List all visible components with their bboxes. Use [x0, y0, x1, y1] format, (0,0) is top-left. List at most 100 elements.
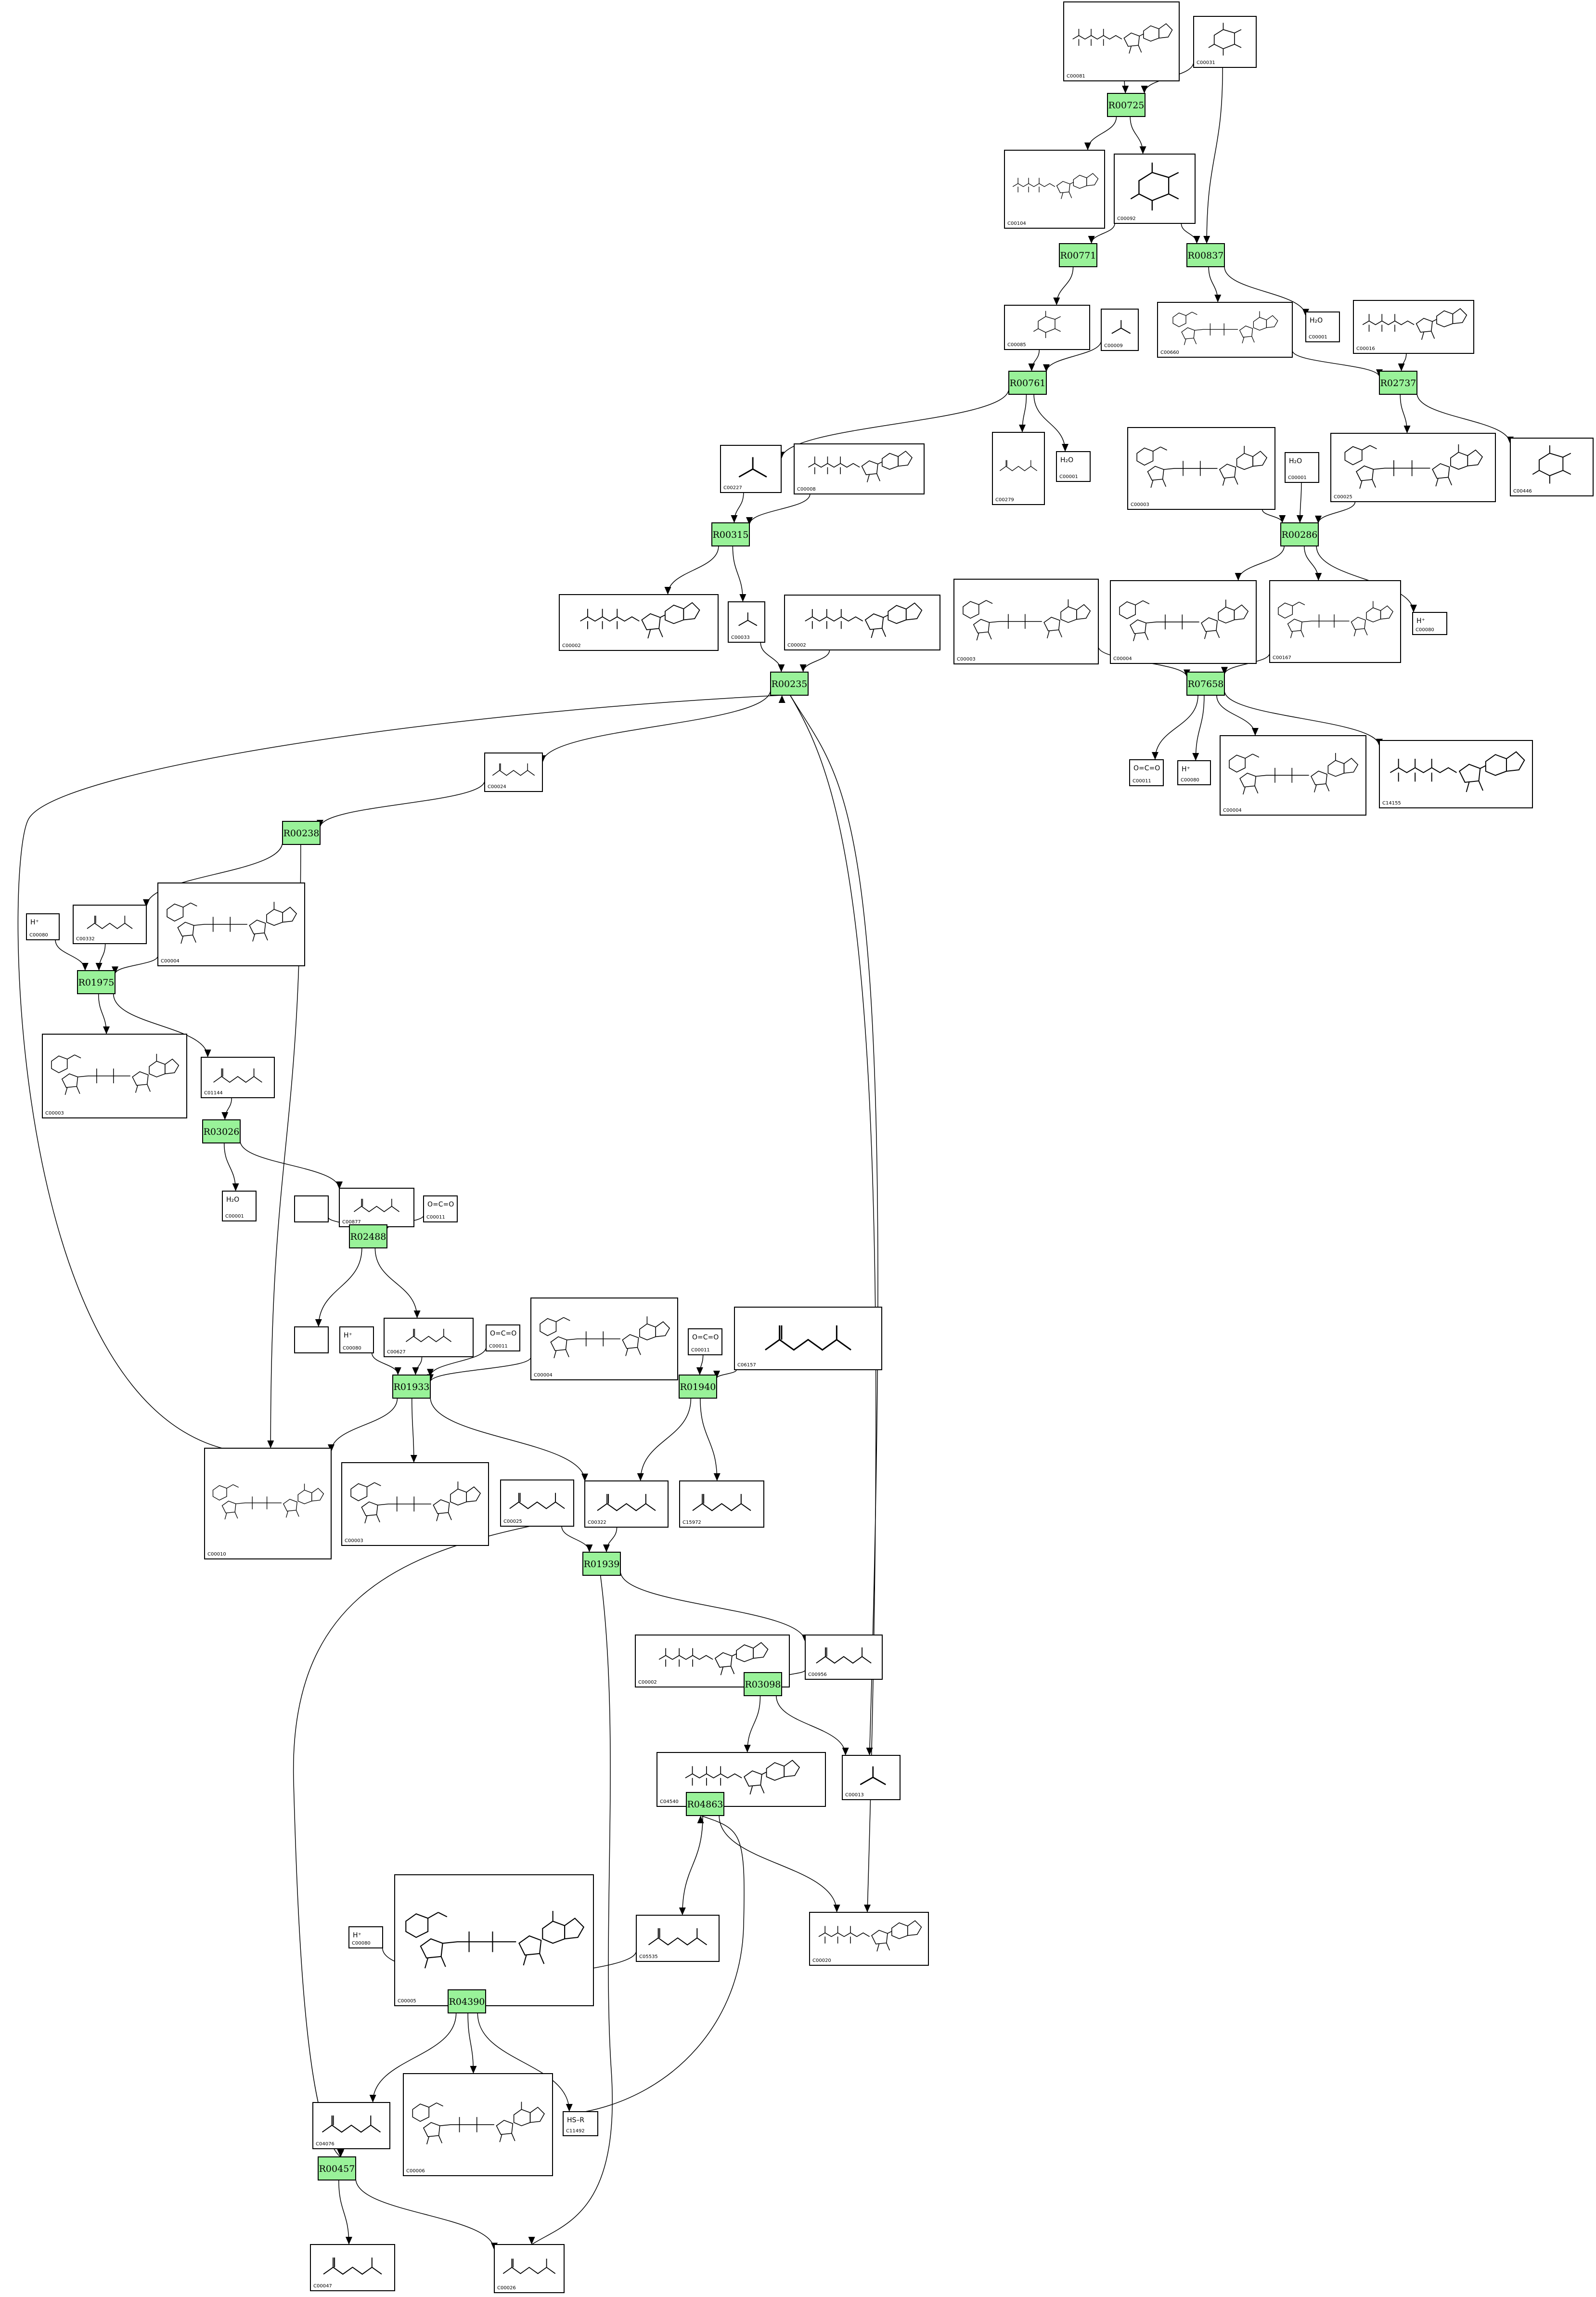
compound-node-c00002b[interactable]: C00002	[784, 595, 940, 650]
reaction-node-r00315[interactable]: R00315	[711, 522, 750, 546]
compound-node-c00080e[interactable]: H⁺C00080	[348, 1926, 383, 1948]
reaction-node-r07658[interactable]: R07658	[1186, 672, 1225, 696]
compound-node-c00013[interactable]: C00013	[842, 1755, 901, 1800]
compound-node-c00167[interactable]: C00167	[1269, 580, 1401, 663]
reaction-node-r02488[interactable]: R02488	[349, 1224, 387, 1248]
edge-R01933-c00322	[430, 1397, 588, 1481]
compound-node-c00003d[interactable]: C00003	[341, 1462, 489, 1546]
reaction-node-r01939[interactable]: R01939	[582, 1552, 621, 1576]
compound-node-c00008[interactable]: C00008	[794, 443, 925, 494]
compound-node-c00080b[interactable]: H⁺C00080	[1177, 760, 1211, 785]
edge-R00286-c00004a	[1235, 545, 1285, 581]
compound-node-c06157[interactable]: C06157	[734, 1307, 882, 1370]
compound-node-c00004c[interactable]: C00004	[157, 882, 305, 966]
reaction-node-r00286[interactable]: R00286	[1280, 522, 1319, 546]
compound-node-c00031[interactable]: C00031	[1193, 16, 1257, 68]
compound-formula: H⁺	[353, 1932, 361, 1939]
edge-R01940-c00322	[637, 1398, 692, 1481]
compound-node-c00003b[interactable]: C00003	[953, 579, 1099, 664]
compound-node-c00877[interactable]: C00877	[339, 1188, 414, 1227]
compound-node-c00080c[interactable]: H⁺C00080	[26, 913, 60, 940]
compound-id: C00080	[29, 933, 48, 938]
compound-node-c04540[interactable]: C04540	[656, 1752, 826, 1807]
compound-node-blank1[interactable]	[294, 1195, 329, 1222]
reaction-node-r00771[interactable]: R00771	[1059, 243, 1097, 267]
compound-node-c00003a[interactable]: C00003	[1127, 427, 1275, 510]
compound-node-c04076[interactable]: C04076	[312, 2102, 390, 2149]
reaction-node-r00725[interactable]: R00725	[1107, 93, 1146, 117]
compound-node-c15972[interactable]: C15972	[679, 1480, 764, 1528]
compound-node-c00003c[interactable]: C00003	[42, 1034, 187, 1118]
compound-node-c00227[interactable]: C00227	[720, 445, 782, 493]
reaction-node-r03026[interactable]: R03026	[202, 1119, 241, 1143]
compound-node-c00322[interactable]: C00322	[584, 1480, 669, 1528]
compound-formula: H⁺	[1416, 617, 1425, 625]
compound-node-c00332[interactable]: C00332	[73, 905, 147, 944]
compound-node-c14155[interactable]: C14155	[1379, 740, 1533, 808]
compound-node-c00020[interactable]: C00020	[809, 1912, 929, 1966]
reaction-node-r04390[interactable]: R04390	[448, 1989, 486, 2013]
edge-R00235-c00013	[790, 695, 878, 1756]
reaction-node-r01933[interactable]: R01933	[392, 1375, 431, 1399]
compound-node-c00047[interactable]: C00047	[310, 2244, 395, 2291]
compound-node-c00279[interactable]: C00279	[992, 432, 1045, 505]
compound-node-blank2[interactable]	[294, 1326, 329, 1353]
compound-node-c00080d[interactable]: H⁺C00080	[339, 1326, 374, 1353]
reaction-id: R02737	[1380, 378, 1416, 389]
edge-c00004d-R01933	[426, 1357, 531, 1382]
edge-c00227-R00315	[731, 492, 744, 523]
compound-node-c00446[interactable]: C00446	[1510, 438, 1594, 496]
compound-node-c00026[interactable]: C00026	[494, 2244, 565, 2293]
reaction-node-r00238[interactable]: R00238	[282, 821, 321, 845]
compound-node-c00033[interactable]: C00033	[728, 601, 765, 643]
reaction-node-r02737[interactable]: R02737	[1379, 371, 1417, 395]
compound-node-c00016[interactable]: C00016	[1353, 300, 1474, 354]
compound-node-c00085[interactable]: C00085	[1004, 305, 1090, 350]
compound-node-c00004d[interactable]: C00004	[530, 1298, 678, 1380]
compound-node-c00627[interactable]: C00627	[384, 1318, 474, 1357]
compound-node-c00010[interactable]: C00010	[204, 1448, 332, 1559]
compound-node-c00025a[interactable]: C00025	[1330, 433, 1496, 502]
reaction-node-r01975[interactable]: R01975	[77, 970, 116, 994]
compound-node-c05535[interactable]: C05535	[636, 1915, 720, 1962]
compound-id: C00026	[497, 2285, 516, 2291]
compound-id: C00004	[1223, 808, 1242, 813]
compound-node-c00005[interactable]: C00005	[394, 1874, 594, 2006]
reaction-node-r00761[interactable]: R00761	[1008, 371, 1047, 395]
compound-id: C00956	[808, 1672, 827, 1677]
reaction-node-r00457[interactable]: R00457	[318, 2156, 356, 2180]
compound-node-c00004b[interactable]: C00004	[1220, 735, 1366, 816]
edge-c00009a-R00761	[1043, 340, 1102, 372]
compound-node-c00002a[interactable]: C00002	[559, 594, 719, 651]
compound-node-c00080a[interactable]: H⁺C00080	[1412, 612, 1447, 635]
compound-node-c00081[interactable]: C00081	[1063, 1, 1180, 81]
compound-node-c00004a[interactable]: C00004	[1110, 580, 1257, 664]
compound-node-c00092[interactable]: C00092	[1114, 154, 1196, 224]
reaction-node-r00837[interactable]: R00837	[1186, 243, 1225, 267]
edge-c00033-R00235	[760, 642, 785, 673]
compound-node-c00006[interactable]: C00006	[403, 2073, 553, 2176]
reaction-node-r01940[interactable]: R01940	[679, 1375, 717, 1399]
compound-node-c00009a[interactable]: C00009	[1101, 309, 1139, 351]
reaction-node-r00235[interactable]: R00235	[770, 672, 809, 696]
reaction-node-r03098[interactable]: R03098	[744, 1672, 782, 1696]
compound-node-c01144[interactable]: C01144	[201, 1057, 275, 1098]
compound-node-c00104[interactable]: C00104	[1004, 150, 1105, 229]
edge-R04390-c11492	[477, 2012, 573, 2112]
reaction-node-r04863[interactable]: R04863	[686, 1792, 724, 1816]
compound-node-c00956[interactable]: C00956	[805, 1635, 883, 1680]
compound-node-c00024[interactable]: C00024	[484, 753, 543, 792]
compound-node-c00660[interactable]: C00660	[1157, 302, 1293, 358]
compound-node-c00025b[interactable]: C00025	[500, 1479, 574, 1527]
compound-formula: H⁺	[1182, 766, 1190, 773]
